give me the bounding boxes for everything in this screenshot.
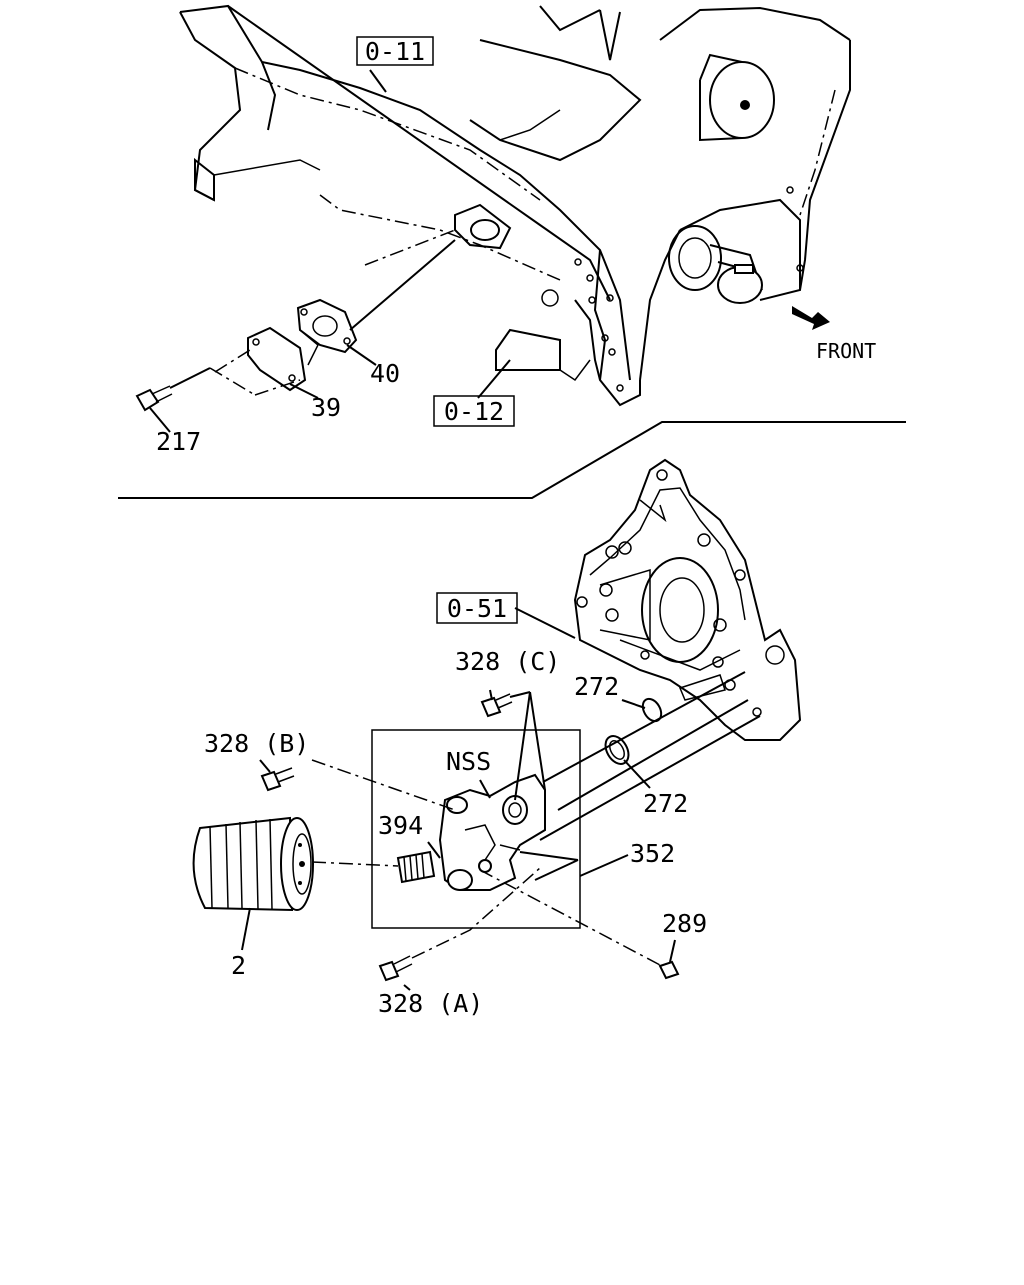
pipe-39	[247, 326, 319, 392]
oil-pump-housing	[573, 458, 802, 741]
part-label-217: 217	[156, 427, 201, 456]
oil-filter-adapter	[438, 773, 546, 891]
gasket-40	[296, 298, 358, 354]
part-label-39: 39	[311, 393, 341, 422]
ref-box-0-51: 0-51	[436, 592, 518, 624]
part-label-352: 352	[630, 839, 675, 868]
o-ring-272-lower	[604, 735, 630, 765]
front-arrow-icon	[792, 306, 830, 330]
nss-label: NSS	[446, 747, 491, 776]
oil-filter-2	[192, 816, 314, 912]
plug-289	[658, 960, 680, 980]
bolt-328-c	[480, 693, 513, 718]
valve-394	[396, 850, 436, 884]
svg-text:0-12: 0-12	[444, 397, 504, 426]
part-label-289: 289	[662, 909, 707, 938]
bolt-328-a	[378, 955, 413, 982]
svg-text:0-11: 0-11	[365, 37, 425, 66]
part-label-328a: 328 (A)	[378, 989, 483, 1018]
part-label-394: 394	[378, 811, 423, 840]
part-label-40: 40	[370, 359, 400, 388]
part-label-328b: 328 (B)	[204, 729, 309, 758]
kit-box-352	[371, 729, 581, 929]
part-label-272-lower: 272	[643, 789, 688, 818]
section-divider	[118, 421, 906, 499]
part-label-272-upper: 272	[574, 672, 619, 701]
o-ring-272-upper	[641, 697, 663, 723]
front-label: FRONT	[816, 339, 876, 363]
engine-block	[179, 4, 851, 407]
bolt-217	[135, 385, 173, 412]
ref-box-0-12: 0-12	[433, 395, 515, 427]
bolt-328-b	[260, 767, 295, 792]
part-label-328c: 328 (C)	[455, 647, 560, 676]
svg-text:0-51: 0-51	[447, 594, 507, 623]
ref-box-0-11: 0-11	[356, 36, 434, 66]
part-label-2: 2	[231, 951, 246, 980]
